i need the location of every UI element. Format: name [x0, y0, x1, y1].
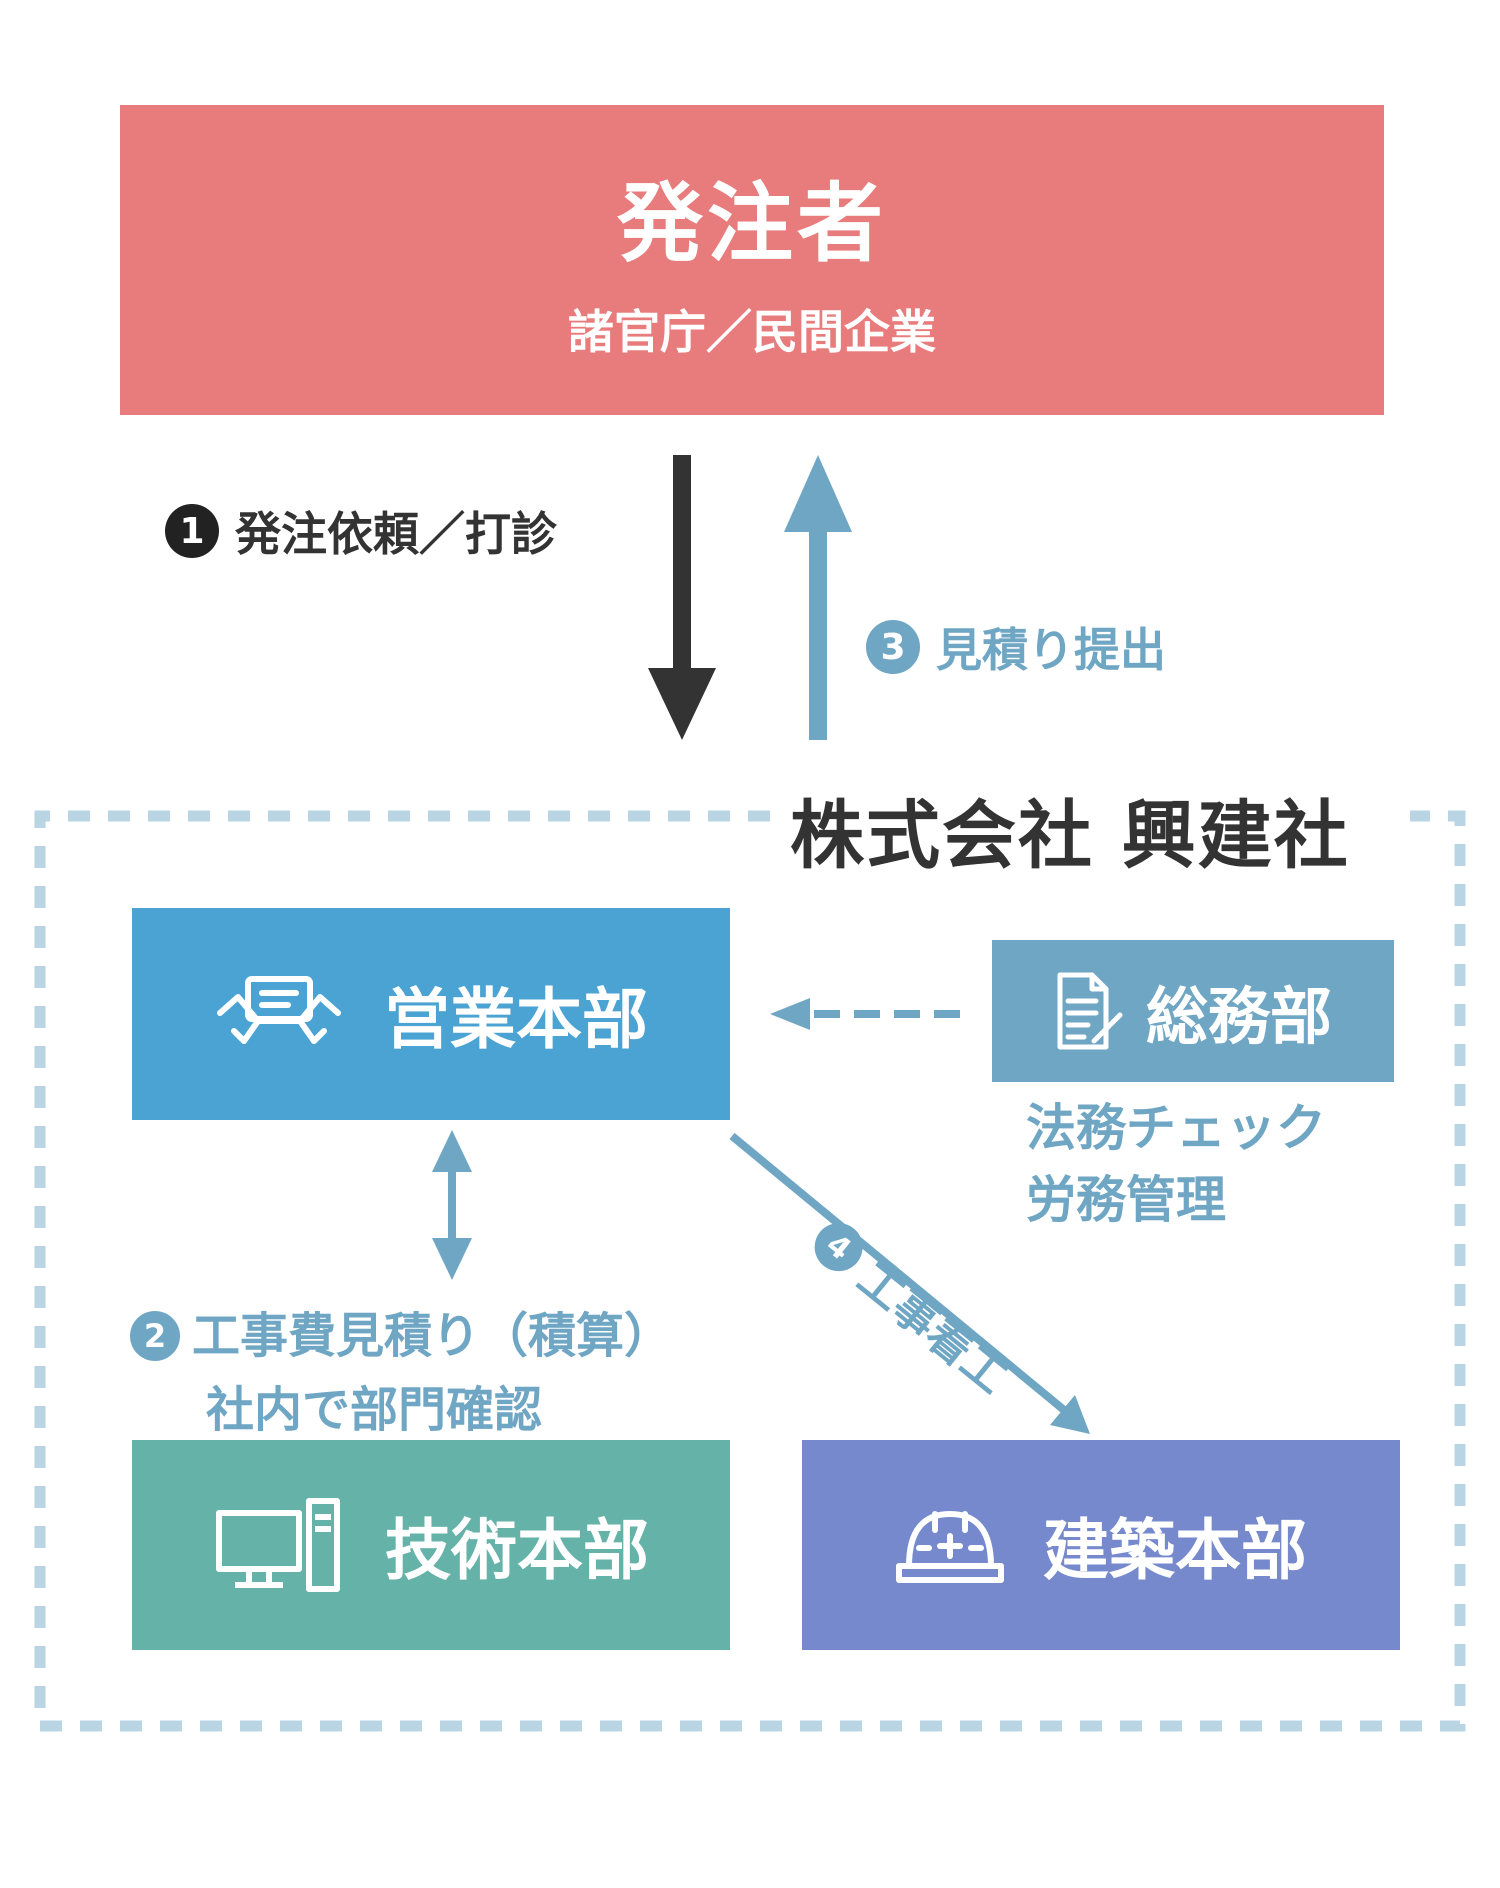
construction-title: 建築本部 [1043, 1512, 1307, 1589]
tech-title: 技術本部 [385, 1512, 649, 1589]
step1-label: 1 発注依頼／打診 [165, 498, 557, 564]
general-note-line2: 労務管理 [1026, 1171, 1226, 1229]
step2-line1: 工事費見積り（積算） [192, 1308, 673, 1364]
company-border [34, 810, 1466, 1732]
step3-number: 3 [866, 620, 920, 674]
client-title: 発注者 [617, 173, 887, 274]
step1-number: 1 [165, 504, 219, 558]
sales-box: 営業本部 [132, 908, 730, 1120]
hard-hat-icon [895, 1500, 1005, 1590]
down-arrow [648, 455, 716, 740]
computer-icon [213, 1495, 343, 1595]
general-title: 総務部 [1145, 980, 1332, 1053]
client-box: 発注者 諸官庁／民間企業 [120, 105, 1384, 415]
company-name: 株式会社 興建社 [790, 793, 1350, 879]
step3-text: 見積り提出 [936, 623, 1166, 677]
general-note-line1: 法務チェック [1026, 1099, 1326, 1157]
document-pen-icon [1054, 971, 1124, 1051]
diagonal-arrow [729, 1132, 1090, 1434]
dashed-left-arrow [770, 998, 960, 1030]
handshake-icon [214, 969, 344, 1059]
step1-text: 発注依頼／打診 [235, 507, 557, 561]
construction-box: 建築本部 [802, 1440, 1400, 1650]
step2-number: 2 [130, 1311, 180, 1361]
client-subtitle: 諸官庁／民間企業 [568, 304, 936, 359]
general-box: 総務部 [992, 940, 1394, 1082]
sales-title: 営業本部 [384, 981, 648, 1058]
general-note: 法務チェック 労務管理 [1026, 1092, 1326, 1236]
step2-line2: 社内で部門確認 [206, 1382, 543, 1438]
step3-label: 3 見積り提出 [866, 614, 1166, 680]
tech-box: 技術本部 [132, 1440, 730, 1650]
bidirectional-arrow [432, 1130, 472, 1280]
up-arrow [784, 455, 852, 740]
